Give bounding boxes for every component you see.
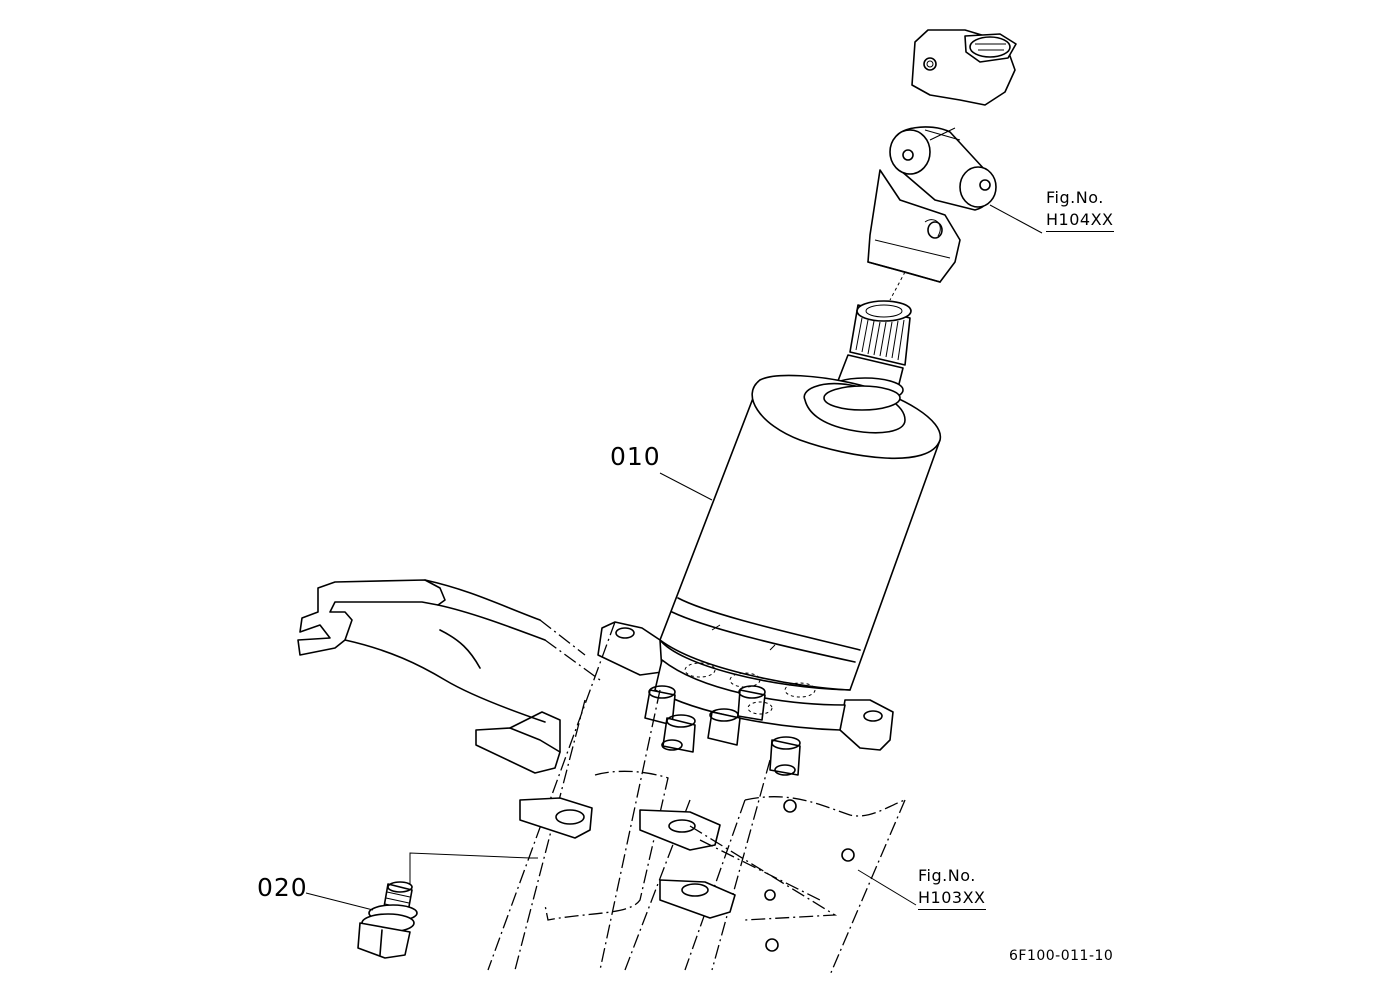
frame-outline <box>487 621 906 976</box>
leader-lines <box>305 204 1043 911</box>
drawing-number: 6F100-011-10 <box>1009 948 1114 964</box>
figure-reference-label: Fig.No. <box>1046 188 1104 207</box>
figure-reference-code: H104XX <box>1046 212 1114 232</box>
bracket-arm <box>297 579 601 774</box>
figure-reference-label: Fig.No. <box>918 866 976 885</box>
callout-010: 010 <box>610 442 661 471</box>
figure-reference-code: H103XX <box>918 890 986 910</box>
figure-reference-h103xx[interactable]: Fig.No. H103XX <box>918 868 986 910</box>
universal-joint <box>867 29 1017 283</box>
steering-unit-010 <box>597 374 941 776</box>
callout-020: 020 <box>257 873 308 902</box>
bolt-020 <box>357 881 418 959</box>
figure-reference-h104xx[interactable]: Fig.No. H104XX <box>1046 190 1114 232</box>
frame-brackets <box>519 797 838 921</box>
